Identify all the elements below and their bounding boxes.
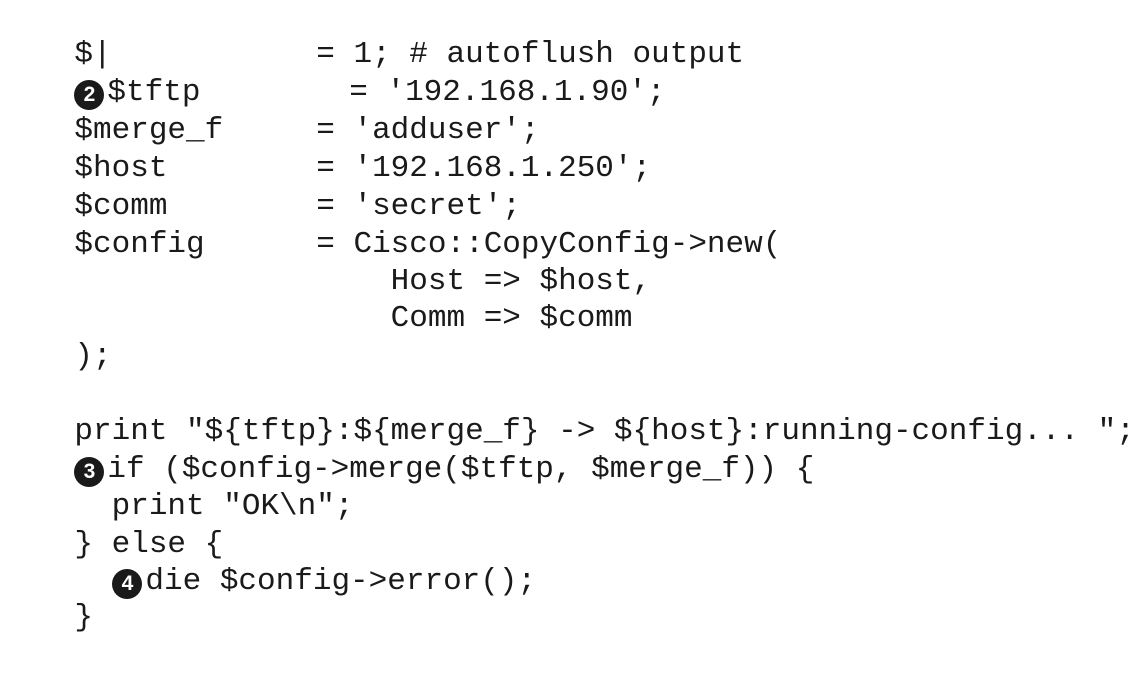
code-line-1: $| = 1; # autoflush output bbox=[0, 0, 744, 72]
code-line-text: $merge_f = 'adduser'; bbox=[74, 113, 540, 148]
code-line-10 bbox=[0, 338, 74, 376]
code-line-text: } else { bbox=[74, 527, 224, 562]
code-line-text: ); bbox=[74, 339, 112, 374]
code-line-3: $merge_f = 'adduser'; bbox=[0, 74, 539, 148]
code-line-9: ); bbox=[0, 300, 111, 374]
code-line-text: } bbox=[74, 600, 94, 635]
code-line-5: $comm = 'secret'; bbox=[0, 150, 520, 224]
code-line-text: Host => $host, bbox=[74, 264, 652, 299]
code-line-6: $config = Cisco::CopyConfig->new( bbox=[0, 188, 781, 262]
code-line-16: } bbox=[0, 561, 93, 635]
code-line-2: 2$tftp = '192.168.1.90'; bbox=[0, 36, 666, 110]
callout-2-marker: 2 bbox=[74, 80, 105, 110]
code-line-text: print "${tftp}:${merge_f} -> ${host}:run… bbox=[74, 414, 1133, 449]
code-line-text: $host = '192.168.1.250'; bbox=[74, 151, 652, 186]
code-line-14: } else { bbox=[0, 488, 223, 562]
code-line-7: Host => $host, bbox=[0, 225, 651, 299]
code-listing: $| = 1; # autoflush output 2$tftp = '192… bbox=[0, 0, 1133, 635]
code-line-text: $tftp = '192.168.1.90'; bbox=[107, 75, 666, 110]
code-line-text: print "OK\n"; bbox=[74, 489, 354, 524]
code-line-11: print "${tftp}:${merge_f} -> ${host}:run… bbox=[0, 375, 1133, 449]
code-line-13: print "OK\n"; bbox=[0, 450, 354, 524]
callout-4-marker: 4 bbox=[112, 569, 143, 599]
code-line-8: Comm => $comm bbox=[0, 262, 633, 336]
code-line-text: $| = 1; # autoflush output bbox=[74, 37, 745, 72]
code-line-text: if ($config->merge($tftp, $merge_f)) { bbox=[107, 452, 815, 487]
callout-3-marker: 3 bbox=[74, 457, 105, 487]
code-line-4: $host = '192.168.1.250'; bbox=[0, 112, 651, 186]
code-line-text: die $config->error(); bbox=[145, 564, 537, 599]
code-line-text: Comm => $comm bbox=[74, 301, 633, 336]
code-line-text: $config = Cisco::CopyConfig->new( bbox=[74, 227, 782, 262]
code-line-text: $comm = 'secret'; bbox=[74, 189, 521, 224]
